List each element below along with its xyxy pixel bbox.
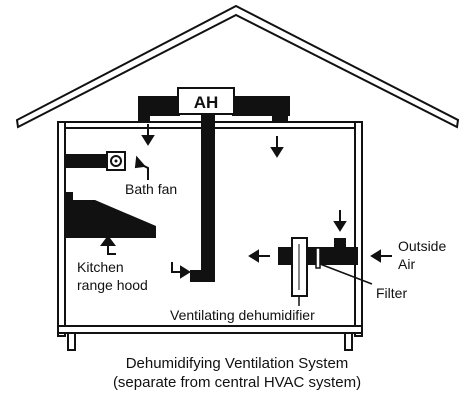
left-wall — [57, 121, 66, 337]
ah-stub-right — [272, 96, 288, 122]
kitchen-label-line1: Kitchen — [77, 259, 124, 275]
return-duct-foot — [190, 270, 215, 282]
bath-fan-arrow — [134, 155, 149, 180]
outside-air-label-line1: Outside — [398, 238, 446, 254]
outside-air-duct — [334, 238, 346, 256]
filter-label: Filter — [376, 285, 407, 301]
kitchen-label-line2: range hood — [77, 277, 148, 293]
foundation-left — [67, 332, 76, 351]
floor — [57, 325, 363, 334]
bath-fan-label: Bath fan — [125, 181, 177, 197]
outside-air-arrow — [370, 249, 392, 263]
bath-fan-icon — [110, 155, 122, 167]
caption-subtitle: (separate from central HVAC system) — [112, 374, 362, 391]
caption-title: Dehumidifying Ventilation System — [125, 355, 349, 372]
filter — [315, 247, 321, 269]
inlet-arrow-top — [333, 210, 347, 232]
supply-arrow-right — [270, 136, 284, 158]
supply-arrow-indoor — [248, 249, 270, 263]
bath-fan-duct — [65, 154, 107, 168]
supply-arrow-left — [141, 124, 155, 146]
ah-stub-left — [138, 96, 150, 122]
filter-leader-line — [319, 263, 373, 285]
right-wall — [354, 121, 363, 337]
return-duct — [201, 114, 215, 282]
dehumidifier-label: Ventilating dehumidifier — [170, 307, 315, 323]
return-arrow — [171, 262, 191, 279]
kitchen-range-hood — [65, 200, 156, 238]
air-handler-label: AH — [194, 93, 219, 112]
kitchen-arrow — [100, 235, 116, 255]
foundation-right — [344, 332, 353, 351]
outside-air-label-line2: Air — [398, 256, 415, 272]
house-roof — [15, 4, 460, 129]
